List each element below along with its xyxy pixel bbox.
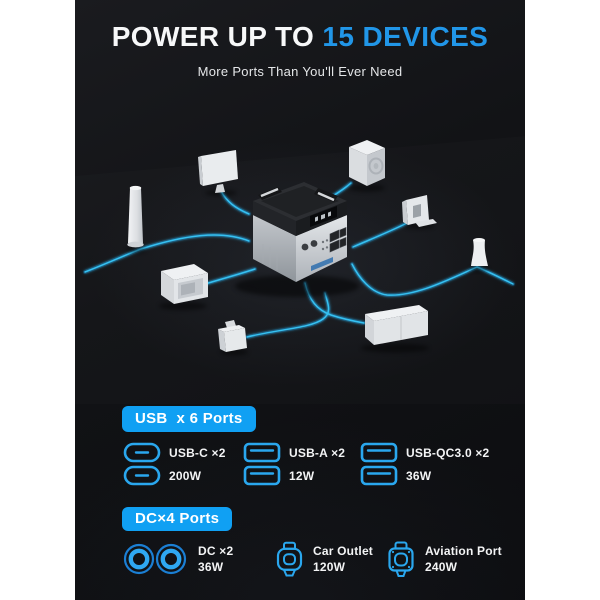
page-title: POWER UP TO 15 DEVICES [75, 21, 525, 53]
usb-a-port-icon [243, 465, 281, 486]
usb-qc-column: USB-QC3.0 ×2 36W [360, 442, 489, 486]
monitor-device [198, 150, 238, 196]
dc-watt-label: 36W [198, 560, 224, 574]
title-highlight: 15 DEVICES [322, 21, 489, 52]
car-outlet-item: Car Outlet 120W [276, 540, 373, 578]
car-outlet-watt-label: 120W [313, 560, 346, 574]
subtitle: More Ports Than You'll Ever Need [197, 64, 403, 79]
heater-device [402, 195, 437, 229]
aviation-port-label: Aviation Port [425, 544, 502, 558]
title-prefix: POWER UP TO [111, 21, 323, 52]
car-outlet-label: Car Outlet [313, 544, 374, 558]
car-outlet-icon [276, 541, 303, 577]
aviation-port-icon [388, 541, 414, 577]
usb-qc-label: USB-QC3.0 ×2 [406, 445, 490, 460]
dc-port-item: DC ×2 36W [122, 541, 233, 577]
dc-label: DC ×2 [198, 544, 234, 558]
dc-port-icon [123, 543, 187, 575]
usb-a-port-icon [243, 442, 281, 463]
usb-c-port-icon [123, 465, 161, 486]
usb-c-column: USB-C ×2 200W [123, 442, 226, 486]
usb-qc-watt-label: 36W [406, 468, 432, 483]
kettle-device [218, 320, 248, 356]
cube-speaker-device [349, 140, 385, 192]
dc-section-badge: DC×4 Ports [122, 507, 233, 531]
usb-c-label: USB-C ×2 [169, 445, 226, 460]
aviation-port-watt-label: 240W [425, 560, 458, 574]
usb-a-column: USB-A ×2 12W [243, 442, 345, 486]
flashlight-cylinder-device [126, 185, 146, 253]
humidifier-device [469, 238, 489, 272]
usb-a-label: USB-A ×2 [289, 445, 346, 460]
power-station-illustration [235, 182, 359, 297]
devices-illustration [83, 140, 515, 356]
usb-section-badge: USB x 6 Ports [122, 406, 256, 432]
usb-c-watt-label: 200W [169, 468, 202, 483]
dark-panel: POWER UP TO 15 DEVICES More Ports Than Y… [75, 0, 525, 600]
usb-qc-port-icon [360, 442, 398, 463]
usb-c-port-icon [123, 442, 161, 463]
soundbar-device [361, 305, 429, 353]
aviation-port-item: Aviation Port 240W [387, 540, 502, 578]
usb-qc-port-icon [360, 465, 398, 486]
mini-fridge-device [159, 264, 208, 310]
connection-lines [84, 182, 514, 338]
usb-a-watt-label: 12W [289, 468, 315, 483]
